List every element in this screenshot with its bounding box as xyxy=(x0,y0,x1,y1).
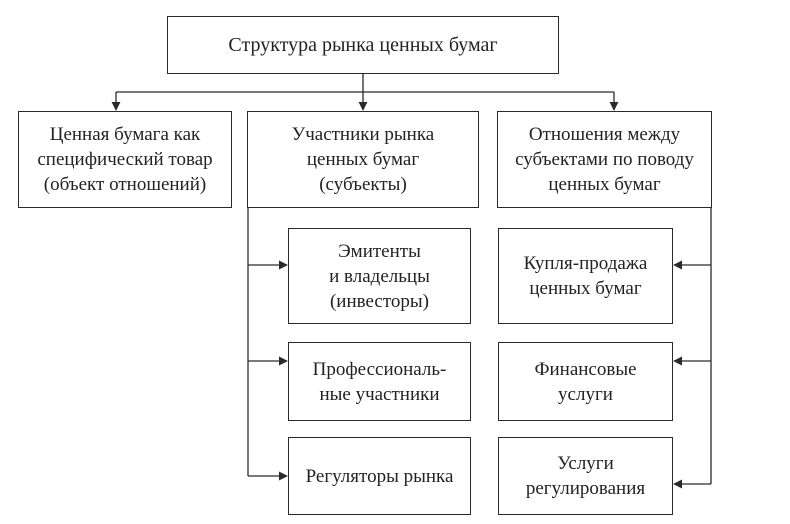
participant-professionals-node: Профессиональ- ные участники xyxy=(288,342,471,421)
participant-issuers-node: Эмитенты и владельцы (инвесторы) xyxy=(288,228,471,324)
relation-regulation-label: Услуги регулирования xyxy=(525,453,646,499)
category-object-node: Ценная бумага как специфический товар (о… xyxy=(18,111,232,208)
participant-regulators-label: Регуляторы рынка xyxy=(305,465,454,487)
root-node: Структура рынка ценных бумаг xyxy=(167,16,559,74)
category-relations-node: Отношения между субъектами по поводу цен… xyxy=(497,111,712,208)
relation-services-label: Финансовые услуги xyxy=(534,358,637,405)
root-label: Структура рынка ценных бумаг xyxy=(228,33,498,56)
relation-regulation-node: Услуги регулирования xyxy=(498,437,673,515)
category-participants-label: Участники рынка ценных бумаг (субъекты) xyxy=(291,124,435,195)
relation-services-node: Финансовые услуги xyxy=(498,342,673,421)
relation-trade-label: Купля-продажа ценных бумаг xyxy=(523,253,648,299)
relation-trade-node: Купля-продажа ценных бумаг xyxy=(498,228,673,324)
category-participants-node: Участники рынка ценных бумаг (субъекты) xyxy=(247,111,479,208)
participant-professionals-label: Профессиональ- ные участники xyxy=(312,358,447,405)
category-object-label: Ценная бумага как специфический товар (о… xyxy=(37,124,213,195)
category-relations-label: Отношения между субъектами по поводу цен… xyxy=(515,124,694,195)
participant-regulators-node: Регуляторы рынка xyxy=(288,437,471,515)
participant-issuers-label: Эмитенты и владельцы (инвесторы) xyxy=(329,240,430,312)
